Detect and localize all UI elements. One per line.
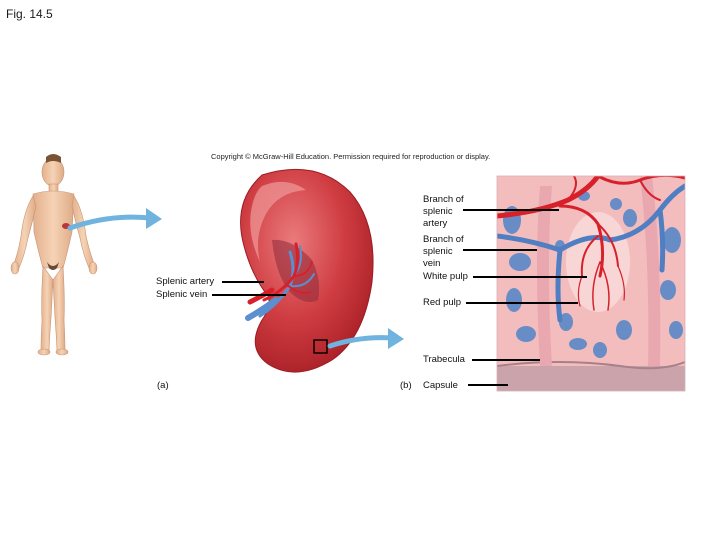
- copyright-notice: Copyright © McGraw-Hill Education. Permi…: [211, 152, 491, 161]
- inset-box: [313, 339, 328, 354]
- label-splenic-artery: Splenic artery: [156, 276, 215, 287]
- label-white-pulp: White pulp: [423, 271, 468, 282]
- leader-splenic-vein: [212, 294, 286, 296]
- figure-title: Fig. 14.5: [6, 7, 53, 21]
- leader-splenic-artery: [222, 281, 264, 283]
- capsule-layer: [497, 366, 685, 391]
- label-red-pulp: Red pulp: [423, 297, 462, 308]
- right-arm: [71, 195, 96, 269]
- leader-red-pulp: [466, 302, 578, 304]
- left-arm: [12, 195, 37, 269]
- spleen-highlight: [250, 181, 306, 262]
- arrow-head-2: [388, 328, 404, 349]
- left-leg: [40, 265, 54, 351]
- arrow-spleen-to-section: [327, 335, 395, 349]
- human-figure: [10, 154, 98, 356]
- label-trabecula: Trabecula: [423, 354, 465, 365]
- section-border: [496, 175, 686, 392]
- right-leg: [52, 265, 66, 351]
- splenic-vein-vessel: [245, 297, 279, 321]
- label-splenic-vein: Splenic vein: [156, 289, 208, 300]
- label-branch-splenic-artery: Branch of splenic artery: [423, 194, 464, 229]
- tissue-section: [497, 176, 685, 391]
- label-branch-splenic-vein: Branch of splenic vein: [423, 234, 464, 269]
- arrow-head-1: [146, 208, 162, 229]
- pubic-region: [47, 262, 59, 270]
- panel-label-b: (b): [400, 380, 412, 391]
- splenic-artery-vessel: [247, 287, 275, 305]
- leader-white-pulp: [473, 276, 587, 278]
- leader-branch-splenic-vein: [463, 249, 537, 251]
- panel-label-a: (a): [157, 380, 169, 391]
- torso: [32, 190, 75, 269]
- leader-capsule: [468, 384, 508, 386]
- arrow-figure-to-spleen: [67, 214, 153, 231]
- leader-trabecula: [472, 359, 540, 361]
- leader-branch-splenic-artery: [463, 209, 559, 211]
- label-capsule: Capsule: [423, 380, 458, 391]
- hair: [46, 154, 61, 163]
